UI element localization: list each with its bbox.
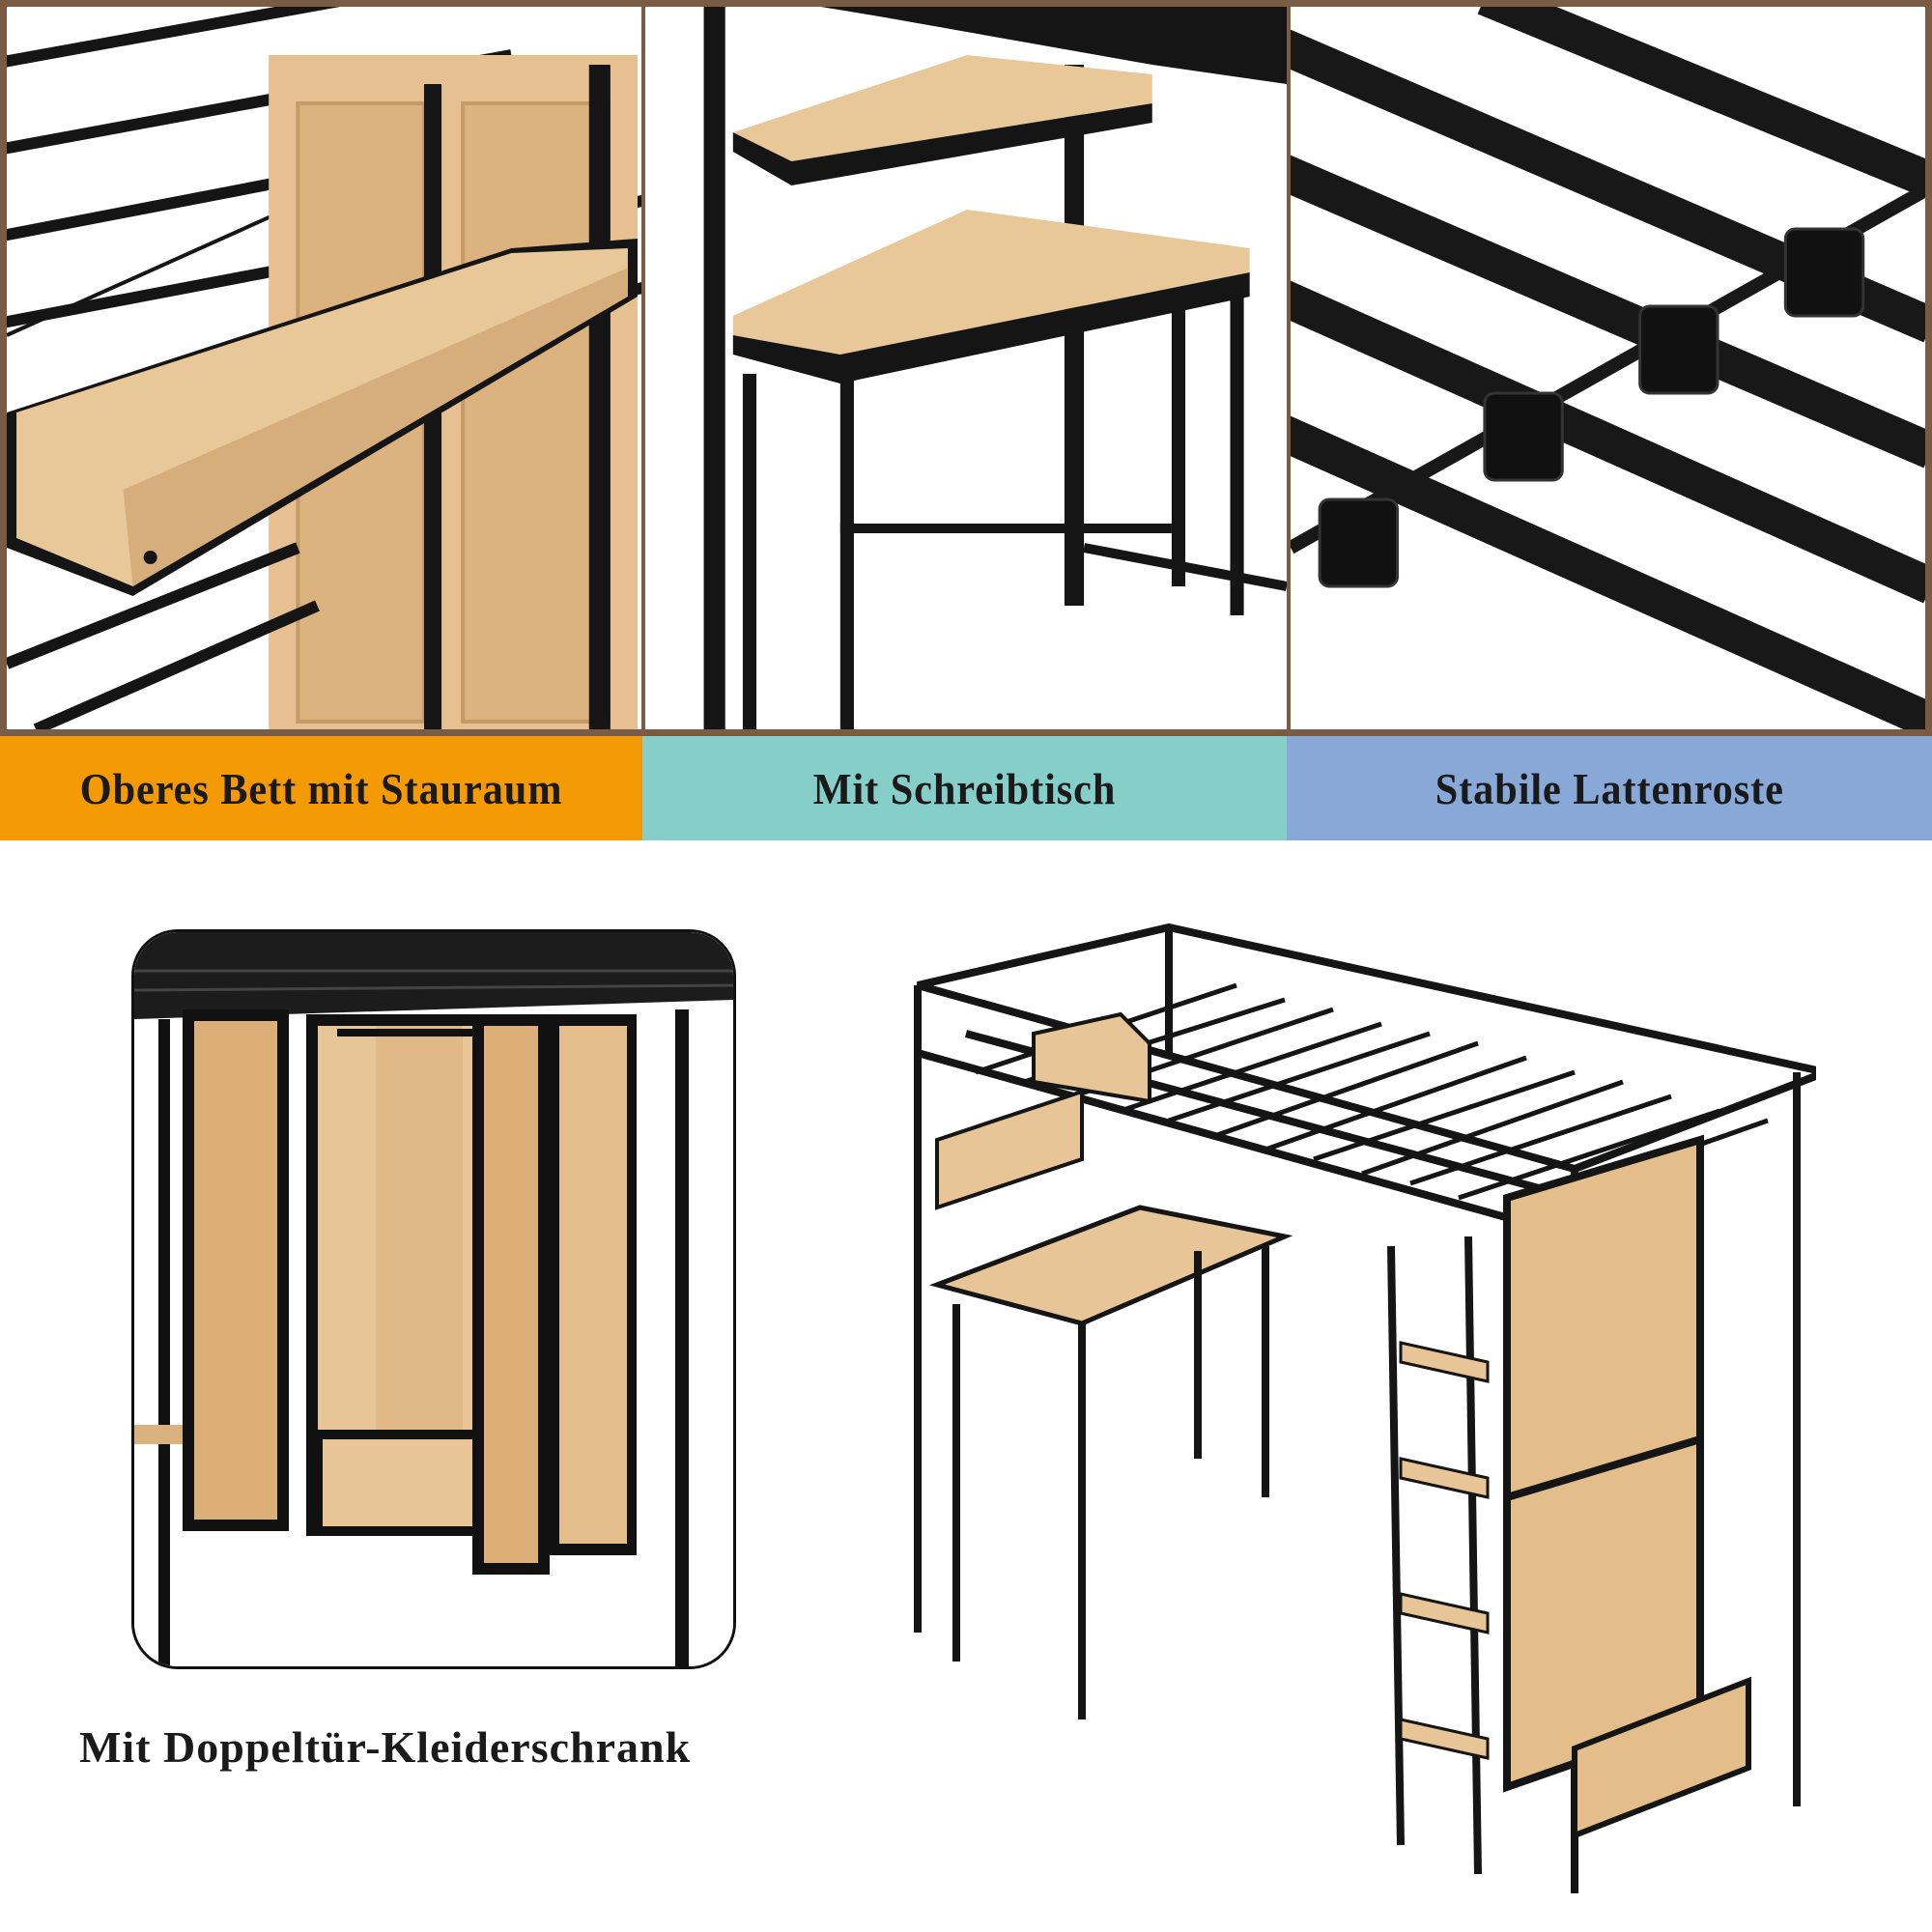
- caption-bar-storage: Oberes Bett mit Stauraum: [0, 736, 642, 840]
- storage-closeup-photo: [0, 0, 645, 736]
- caption-storage: Oberes Bett mit Stauraum: [79, 763, 563, 813]
- caption-bar-slats: Stabile Lattenroste: [1287, 736, 1932, 840]
- caption-wardrobe: Mit Doppeltür-Kleiderschrank: [79, 1722, 692, 1772]
- caption-bar-desk: Mit Schreibtisch: [642, 736, 1287, 840]
- loft-bed-main-photo: [898, 918, 1816, 1903]
- caption-desk: Mit Schreibtisch: [812, 763, 1117, 813]
- wardrobe-illustration: [134, 932, 733, 1666]
- bed-storage-illustration: [7, 7, 641, 729]
- wardrobe-inset-photo: [131, 929, 736, 1669]
- slats-closeup-photo: [1287, 0, 1932, 736]
- loft-bed-illustration: [898, 918, 1816, 1903]
- desk-illustration: [645, 7, 1287, 729]
- desk-closeup-photo: [641, 0, 1291, 736]
- caption-slats: Stabile Lattenroste: [1435, 763, 1784, 813]
- slats-illustration: [1291, 7, 1925, 729]
